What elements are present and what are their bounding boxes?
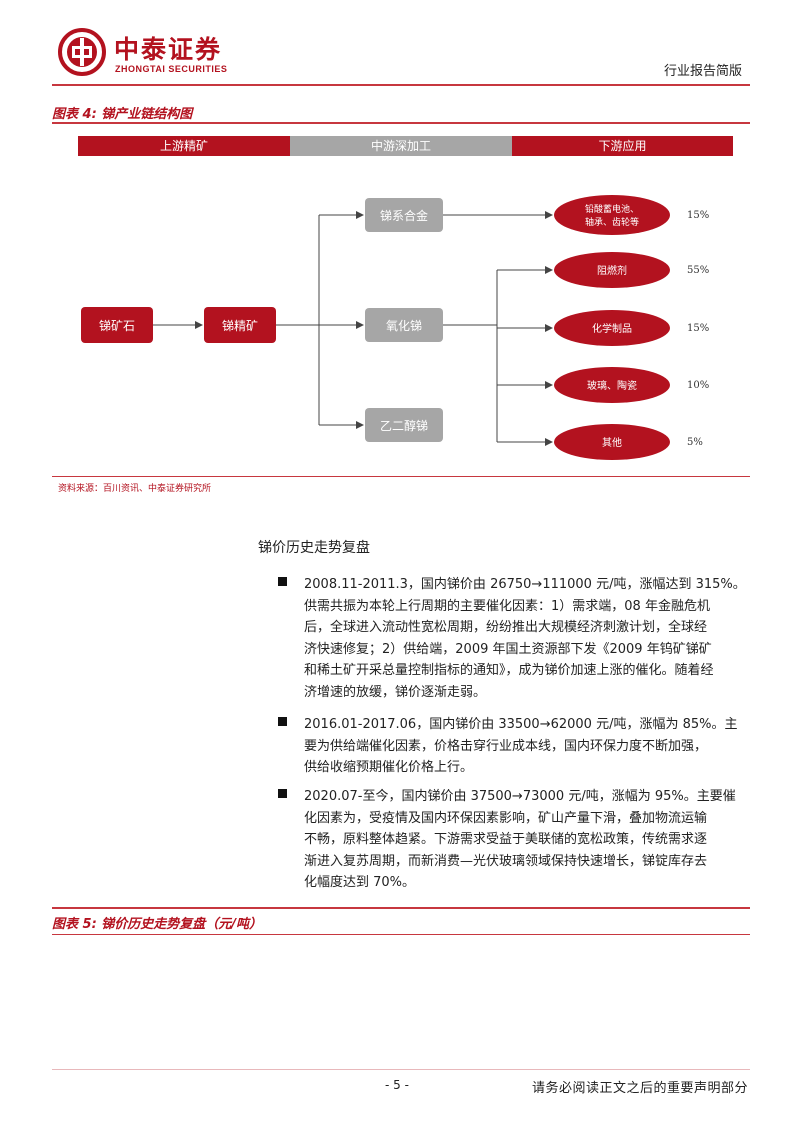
bullet-text-2: 2016.01-2017.06，国内锑价由 33500→62000 元/吨，涨幅… — [304, 717, 738, 775]
node-antimony-glycol-label: 乙二醇锑 — [380, 418, 428, 433]
node-glass-ceramics — [554, 367, 670, 403]
section-title: 锑价历史走势复盘 — [258, 540, 370, 556]
footer-disclaimer: 请务必阅读正文之后的重要声明部分 — [531, 1081, 748, 1096]
node-flame-retardant-label: 阻燃剂 — [597, 264, 627, 277]
figure-5-caption-rule — [52, 934, 750, 935]
bullet-square-icon — [278, 577, 287, 586]
supply-chain-diagram: 锑矿石 锑精矿 锑系合金 氧化锑 乙二醇锑 铅酸蓄电池、 轴承、齿轮等 阻燃剂 … — [81, 195, 709, 460]
figure-4-bottom-rule — [52, 476, 750, 477]
node-battery-label-1: 铅酸蓄电池、 — [585, 203, 639, 215]
brand-name-cn: 中泰证券 — [114, 35, 223, 64]
node-lead-acid-battery — [554, 195, 670, 235]
diagram-connectors — [153, 211, 553, 446]
figure-4-source: 资料来源：百川资讯、中泰证券研究所 — [58, 484, 212, 494]
node-other — [554, 424, 670, 460]
pct-other: 5% — [687, 437, 703, 448]
node-battery-label-2: 轴承、齿轮等 — [585, 216, 639, 228]
figure-4-top-rule — [52, 122, 750, 124]
bullet-square-icon — [278, 717, 287, 726]
node-antimony-alloy-label: 锑系合金 — [380, 208, 428, 223]
pct-glass-ceramics: 10% — [687, 380, 709, 391]
node-flame-retardant — [554, 252, 670, 288]
pct-battery: 15% — [687, 210, 709, 221]
pct-chemicals: 15% — [687, 323, 709, 334]
zhongtai-logo-icon — [58, 28, 106, 76]
node-antimony-ore-label: 锑矿石 — [99, 319, 135, 333]
stage-midstream: 中游深加工 — [290, 136, 512, 156]
footer-divider — [52, 1069, 750, 1070]
stage-downstream: 下游应用 — [512, 136, 733, 156]
figure-4-caption: 图表 4: 锑产业链结构图 — [52, 107, 193, 122]
node-antimony-concentrate — [204, 307, 276, 343]
node-other-label: 其他 — [602, 436, 622, 449]
stage-upstream: 上游精矿 — [78, 136, 290, 156]
node-chemicals-label: 化学制品 — [592, 322, 632, 335]
node-glass-ceramics-label: 玻璃、陶瓷 — [587, 379, 637, 392]
bullet-square-icon — [278, 789, 287, 798]
node-antimony-ore — [81, 307, 153, 343]
figure-5-caption: 图表 5: 锑价历史走势复盘（元/吨） — [52, 917, 263, 932]
node-antimony-oxide — [365, 308, 443, 342]
pct-flame-retardant: 55% — [687, 265, 709, 276]
bullet-text-3: 2020.07-至今，国内锑价由 37500→73000 元/吨，涨幅为 95%… — [304, 789, 736, 890]
node-antimony-oxide-label: 氧化锑 — [386, 319, 422, 333]
figure-5-top-rule — [52, 907, 750, 909]
page-number: - 5 - — [385, 1078, 409, 1092]
node-antimony-glycol — [365, 408, 443, 442]
node-antimony-alloy — [365, 198, 443, 232]
brand-name-en: ZHONGTAI SECURITIES — [115, 64, 228, 74]
node-antimony-concentrate-label: 锑精矿 — [222, 319, 258, 333]
node-chemicals — [554, 310, 670, 346]
bullet-text-1: 2008.11-2011.3，国内锑价由 26750→111000 元/吨，涨幅… — [304, 577, 746, 700]
header-divider — [52, 84, 750, 86]
report-type: 行业报告简版 — [663, 64, 742, 79]
